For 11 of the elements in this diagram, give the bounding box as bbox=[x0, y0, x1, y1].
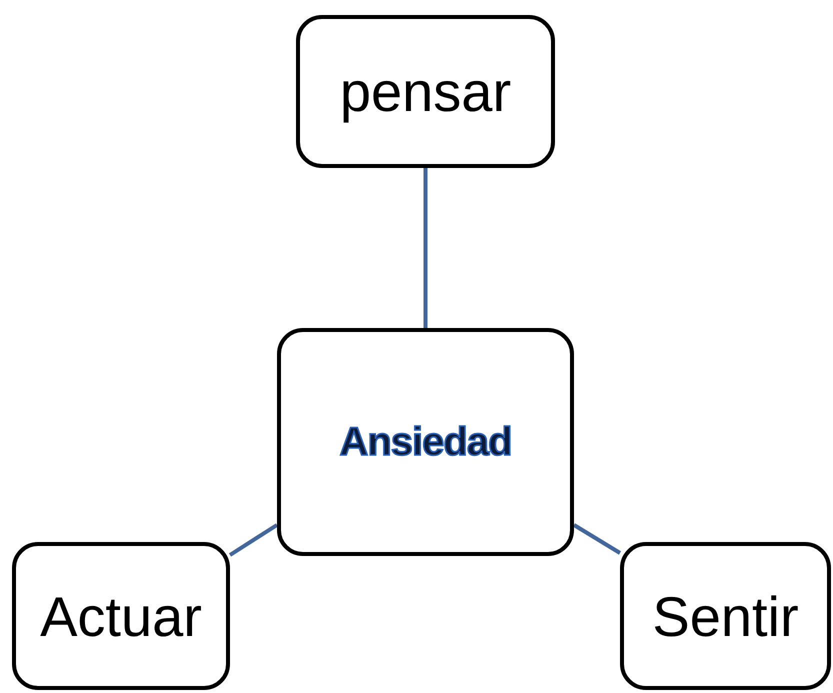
concept-box bbox=[620, 542, 831, 690]
concept-label: Sentir bbox=[652, 584, 799, 648]
connector-line bbox=[572, 523, 622, 555]
connector-line bbox=[228, 523, 278, 557]
concept-label: Actuar bbox=[40, 584, 202, 648]
concept-box bbox=[296, 15, 555, 168]
concept-label: pensar bbox=[340, 59, 512, 124]
concept-box bbox=[12, 542, 230, 690]
central-box bbox=[277, 328, 574, 556]
central-label: Ansiedad bbox=[339, 420, 512, 464]
connector-line bbox=[424, 168, 428, 328]
